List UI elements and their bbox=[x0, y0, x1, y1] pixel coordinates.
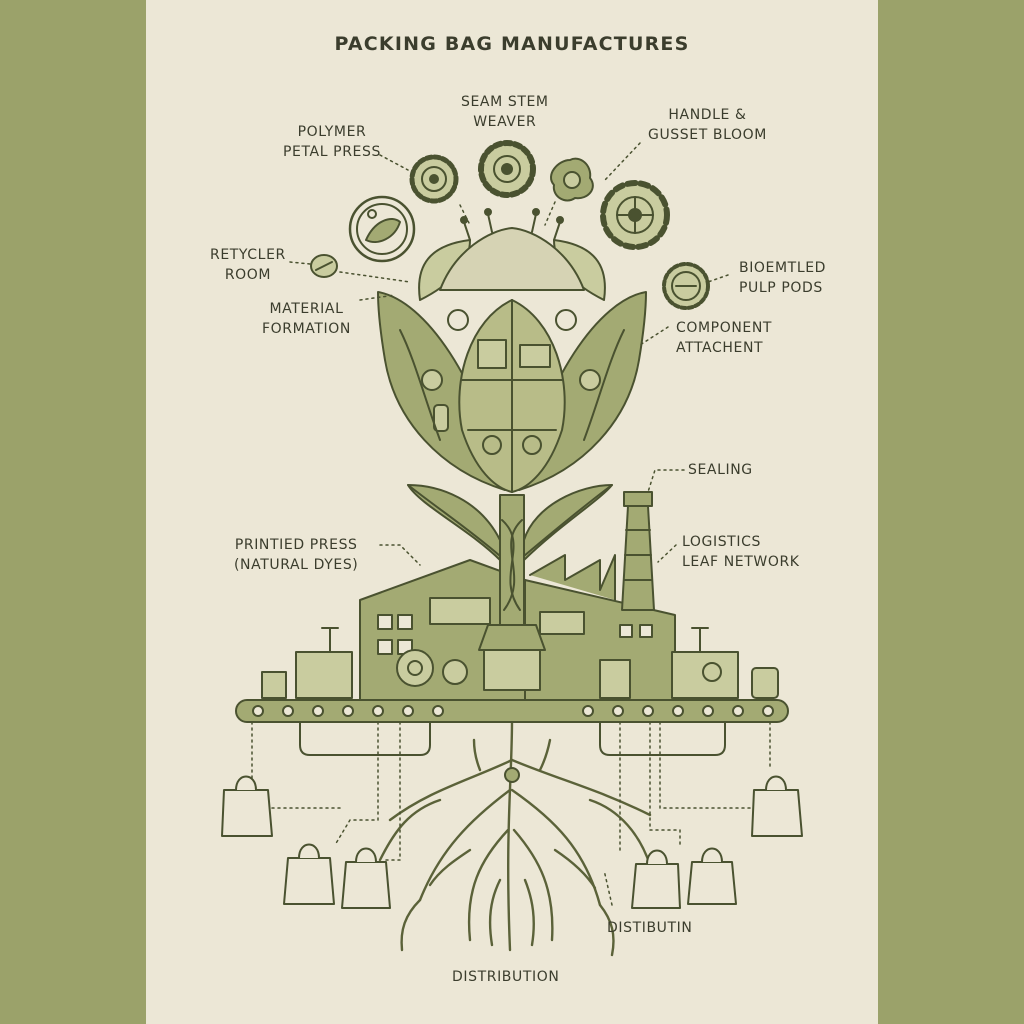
label-line: COMPONENT bbox=[676, 320, 773, 336]
label-handle-gusset-bloom: HANDLE & GUSSET BLOOM bbox=[648, 105, 767, 145]
shopping-bag-icon bbox=[631, 849, 681, 909]
shopping-bag-icon bbox=[283, 843, 335, 905]
gear-icon bbox=[662, 262, 710, 310]
label-sealing: SEALING bbox=[688, 462, 753, 478]
label-line: MATERIAL bbox=[269, 301, 344, 317]
page-title: PACKING BAG MANUFACTURES bbox=[334, 33, 690, 55]
root-seed-icon bbox=[504, 767, 520, 783]
label-line: BIOEMTLED bbox=[739, 260, 827, 276]
label-bioemtled-pulp-pods: BIOEMTLED PULP PODS bbox=[739, 258, 826, 298]
label-polymer-petal-press: POLYMER PETAL PRESS bbox=[283, 122, 381, 162]
label-component-attachent: COMPONENT ATTACHENT bbox=[676, 318, 772, 358]
flower-icon bbox=[377, 208, 647, 493]
leaf-icon bbox=[407, 484, 613, 561]
gear-icon bbox=[478, 140, 536, 198]
label-line: ATTACHENT bbox=[676, 340, 764, 356]
gear-icon bbox=[409, 154, 459, 204]
label-seam-stem-weaver: SEAM STEM WEAVER bbox=[461, 92, 549, 132]
chimney-icon bbox=[621, 491, 655, 611]
label-distribution: DISTRIBUTION bbox=[452, 969, 560, 985]
label-line: PULP PODS bbox=[739, 280, 823, 296]
label-line: WEAVER bbox=[473, 114, 537, 130]
label-line: POLYMER bbox=[297, 124, 367, 140]
label-line: GUSSET BLOOM bbox=[648, 127, 767, 143]
label-material-formation: MATERIAL FORMATION bbox=[262, 299, 351, 339]
label-line: PETAL PRESS bbox=[283, 144, 381, 160]
label-line: (NATURAL DYES) bbox=[234, 557, 359, 573]
label-line: RETYCLER bbox=[210, 247, 286, 263]
stem-icon bbox=[478, 494, 546, 691]
label-line: LEAF NETWORK bbox=[682, 554, 800, 570]
gear-icon bbox=[600, 180, 670, 250]
root-icon bbox=[378, 718, 652, 957]
label-distibutin: DISTIBUTIN bbox=[607, 920, 693, 936]
label-line: FORMATION bbox=[262, 321, 351, 337]
seal-icon bbox=[550, 157, 594, 202]
label-line: LOGISTICS bbox=[682, 534, 761, 550]
label-line: HANDLE & bbox=[668, 107, 747, 123]
label-line: PRINTIED PRESS bbox=[234, 537, 358, 553]
label-logistics-leaf-network: LOGISTICS LEAF NETWORK bbox=[682, 532, 800, 572]
label-printied-press: PRINTIED PRESS (NATURAL DYES) bbox=[234, 535, 358, 575]
shopping-bag-icon bbox=[341, 847, 391, 909]
pulp-pod-icon bbox=[310, 254, 338, 278]
label-line: SEAM STEM bbox=[461, 94, 549, 110]
label-line: ROOM bbox=[224, 267, 272, 283]
shopping-bag-icon bbox=[221, 775, 273, 837]
shopping-bag-icon bbox=[751, 775, 803, 837]
shopping-bag-icon bbox=[687, 847, 737, 905]
label-retycler-room: RETYCLER ROOM bbox=[210, 245, 286, 285]
recycle-icon bbox=[348, 195, 416, 263]
